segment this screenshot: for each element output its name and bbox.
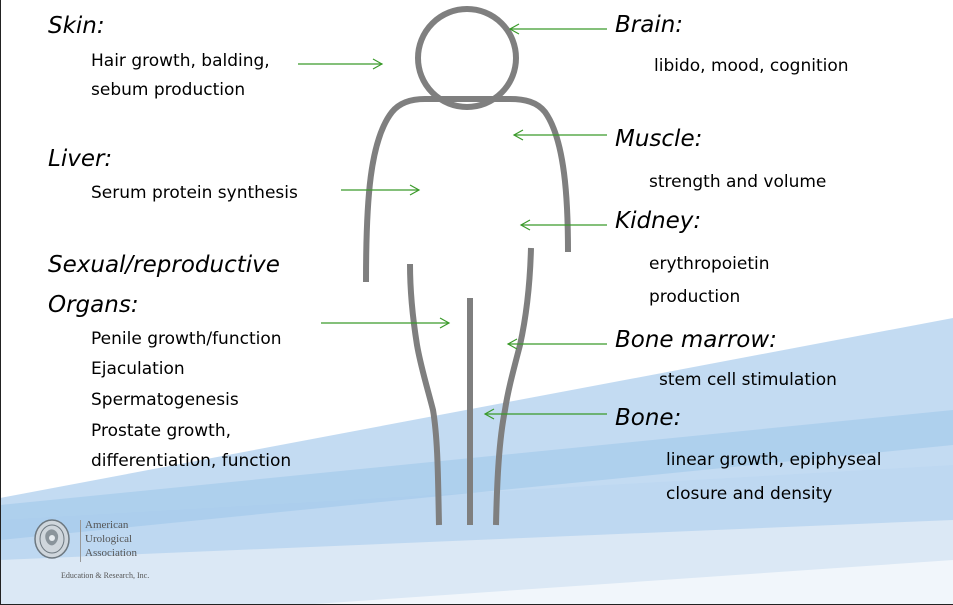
figure-head — [418, 9, 516, 107]
arrow-muscle — [514, 130, 607, 140]
sexual-line-4: Prostate growth, — [91, 423, 231, 440]
skin-line-2: sebum production — [91, 82, 245, 99]
logo-line-2: Urological — [85, 534, 132, 545]
bone-line-2: closure and density — [666, 486, 832, 503]
sexual-heading-1: Sexual/reproductive — [48, 254, 280, 277]
arrow-skin — [298, 59, 382, 69]
marrow-heading: Bone marrow: — [615, 329, 777, 352]
sexual-line-2: Ejaculation — [91, 361, 185, 378]
slide-border-left — [0, 0, 1, 605]
logo-tagline: Education & Research, Inc. — [61, 572, 149, 580]
kidney-heading: Kidney: — [615, 210, 701, 233]
liver-line-1: Serum protein synthesis — [91, 185, 298, 202]
bone-heading: Bone: — [615, 407, 681, 430]
arrows — [298, 24, 607, 419]
sexual-line-1: Penile growth/function — [91, 331, 282, 348]
skin-heading: Skin: — [48, 15, 105, 38]
skin-line-1: Hair growth, balding, — [91, 53, 270, 70]
logo-divider — [80, 520, 81, 562]
kidney-line-1: erythropoietin — [649, 256, 770, 273]
sexual-line-3: Spermatogenesis — [91, 392, 239, 409]
logo-line-1: American — [85, 520, 128, 531]
brain-heading: Brain: — [615, 14, 683, 37]
arrow-liver — [341, 185, 419, 195]
sexual-heading-2: Organs: — [48, 294, 139, 317]
arrow-kidney — [521, 220, 607, 230]
liver-heading: Liver: — [48, 148, 112, 171]
figure-right-leg — [496, 248, 531, 525]
arrow-brain — [510, 24, 607, 34]
arrow-sexual — [321, 318, 449, 328]
brain-line-1: libido, mood, cognition — [654, 58, 849, 75]
logo-line-3: Association — [85, 548, 137, 559]
aua-seal-icon — [32, 517, 72, 561]
bone-line-1: linear growth, epiphyseal — [666, 452, 882, 469]
marrow-line-1: stem cell stimulation — [659, 372, 837, 389]
human-figure — [366, 9, 568, 525]
sexual-line-5: differentiation, function — [91, 453, 291, 470]
muscle-heading: Muscle: — [615, 128, 702, 151]
muscle-line-1: strength and volume — [649, 174, 826, 191]
figure-left-leg — [410, 264, 439, 525]
kidney-line-2: production — [649, 289, 740, 306]
